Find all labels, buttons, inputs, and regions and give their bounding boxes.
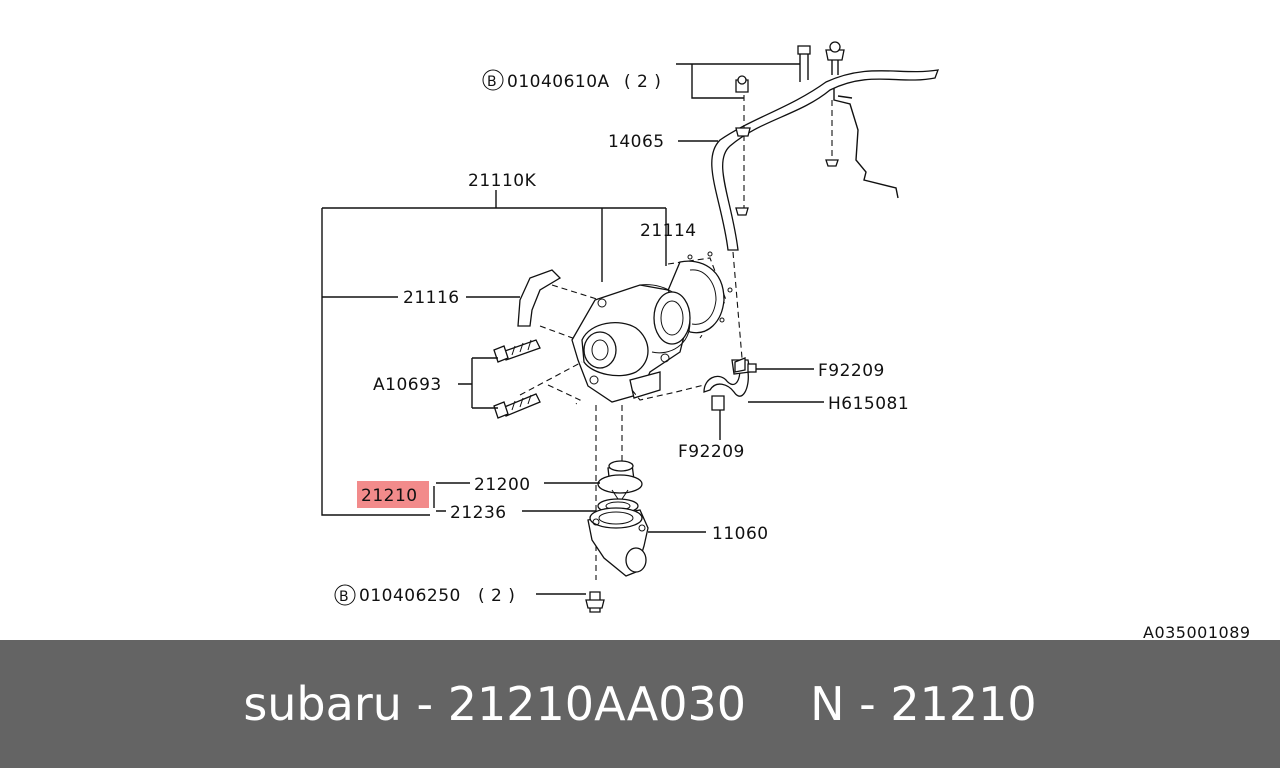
bolts-a10693-drawing bbox=[493, 339, 541, 419]
callout-assembly: 21110K bbox=[468, 171, 537, 191]
bolt-b-letter-bottom: B bbox=[339, 589, 349, 605]
bolt-bottom-callout: B 010406250 ( 2 ) bbox=[334, 584, 515, 606]
leader-lines bbox=[321, 63, 824, 595]
callout-cover: 11060 bbox=[712, 524, 769, 544]
bolt-top-callout: B 01040610A ( 2 ) bbox=[482, 69, 661, 92]
callout-bolt-bottom: 010406250 bbox=[359, 586, 461, 606]
reference-code: A035001089 bbox=[1143, 623, 1251, 640]
callout-thermostat: 21200 bbox=[474, 475, 531, 495]
small-hose-drawing bbox=[703, 357, 757, 411]
callout-bolt-top-qty: ( 2 ) bbox=[624, 72, 661, 92]
thermostat-cover-drawing bbox=[585, 460, 649, 613]
callout-gasket-side: 21116 bbox=[403, 288, 460, 308]
callout-bolt-bottom-qty: ( 2 ) bbox=[478, 586, 515, 606]
callout-highlighted: 21210 bbox=[361, 486, 418, 506]
callout-gasket-top: 21114 bbox=[640, 221, 697, 241]
callout-gasket-bottom: 21236 bbox=[450, 503, 507, 523]
callout-clamp-2: F92209 bbox=[678, 442, 745, 462]
brand-part-number: subaru - 21210AA030 bbox=[243, 677, 747, 731]
callout-bolt-group: A10693 bbox=[373, 375, 442, 395]
parts-diagram: B 01040610A ( 2 ) 14065 21110K 21114 211… bbox=[321, 41, 1251, 640]
callout-clamp-1: F92209 bbox=[818, 361, 885, 381]
callout-bolt-top: 01040610A bbox=[507, 72, 610, 92]
callout-hose-small: H615081 bbox=[828, 394, 909, 414]
water-pump-drawing bbox=[517, 251, 733, 580]
reference-part-number: N - 21210 bbox=[810, 677, 1037, 731]
bolt-b-symbol-top bbox=[482, 69, 504, 91]
hose-pipe-drawing bbox=[711, 41, 939, 359]
callout-hose: 14065 bbox=[608, 132, 665, 152]
highlight-box bbox=[357, 481, 429, 508]
bolt-b-letter-top: B bbox=[487, 74, 497, 90]
part-number-footer: subaru - 21210AA030 N - 21210 bbox=[0, 640, 1280, 768]
bolt-b-symbol-bottom bbox=[334, 584, 356, 606]
